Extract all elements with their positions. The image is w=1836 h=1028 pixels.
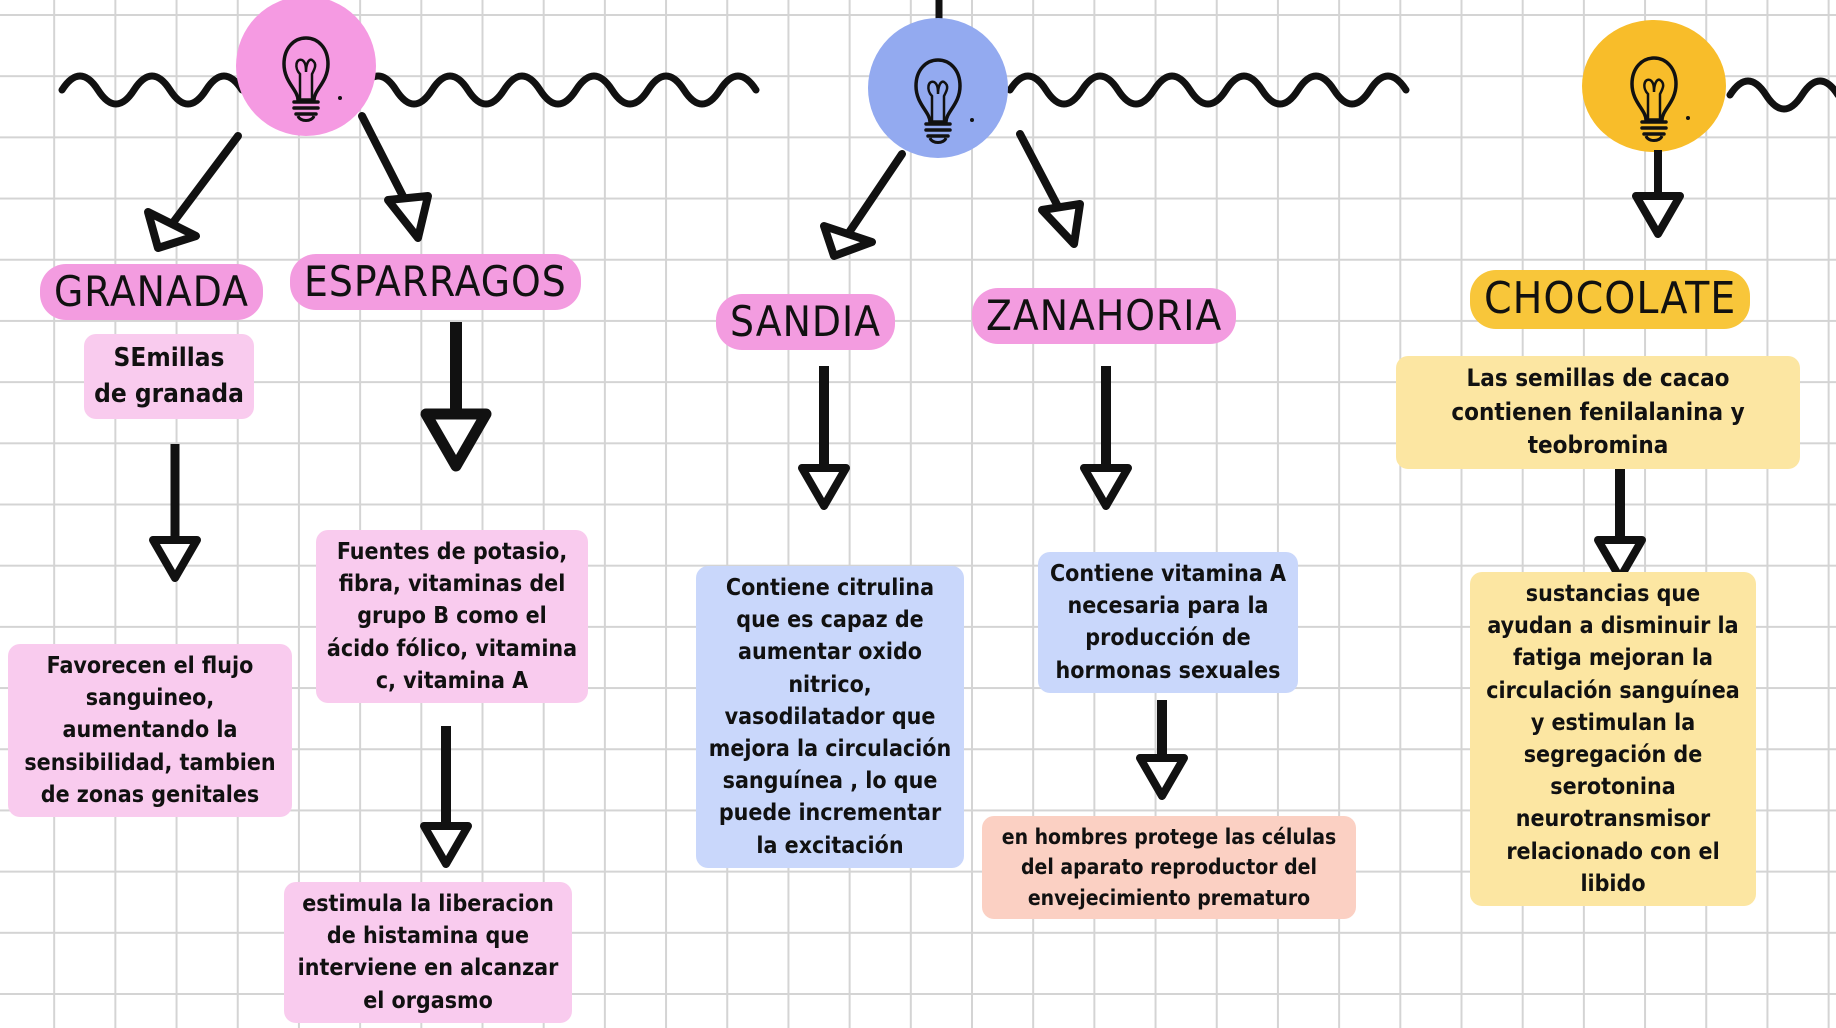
arrow-down-icon [820, 150, 906, 260]
arrow-down-icon [1084, 366, 1128, 506]
arrow-down-icon [358, 112, 432, 242]
zanahoria-title: ZANAHORIA [972, 288, 1237, 345]
sandia-title: SANDIA [716, 294, 895, 351]
chocolate-box-1: Las semillas de cacao contienen fenilala… [1396, 356, 1800, 469]
arrow-down-icon [420, 322, 492, 472]
arrow-down-icon [1598, 450, 1642, 578]
esparragos-box-1: Fuentes de potasio, fibra, vitaminas del… [316, 530, 588, 703]
wavy-line [58, 72, 1836, 113]
arrow-down-icon [144, 132, 242, 252]
zanahoria-box-2: en hombres protege las células del apara… [982, 816, 1356, 920]
granada-title: GRANADA [40, 264, 263, 321]
granada-box-2: Favorecen el flujo sanguineo, aumentando… [8, 644, 292, 817]
esparragos-box-2: estimula la liberacion de histamina que … [284, 882, 572, 1023]
arrow-down-icon [1636, 150, 1680, 234]
chocolate-box-2: sustancias que ayudan a disminuir la fat… [1470, 572, 1756, 906]
arrow-down-icon [153, 444, 197, 578]
arrow-down-icon [802, 366, 846, 506]
arrow-down-icon [424, 726, 468, 864]
chocolate-title: CHOCOLATE [1470, 270, 1751, 329]
zanahoria-box-1: Contiene vitamina A necesaria para la pr… [1038, 552, 1298, 693]
arrow-down-icon [1016, 130, 1084, 248]
arrow-down-icon [1140, 700, 1184, 796]
sandia-box-1: Contiene citrulina que es capaz de aumen… [696, 566, 964, 868]
esparragos-title: ESPARRAGOS [290, 254, 581, 311]
granada-box-1: SEmillas de granada [84, 334, 254, 419]
